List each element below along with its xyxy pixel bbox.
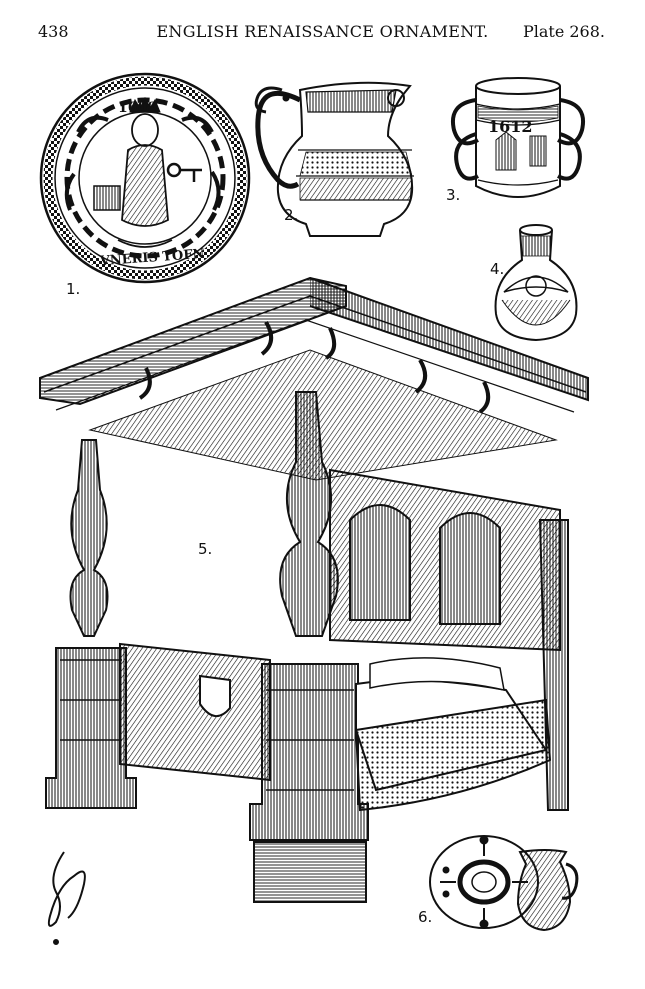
fig1-rim-inscription: VNERIS TOFN <box>98 247 205 269</box>
fig6-plate-and-jug <box>429 835 579 932</box>
fig1-label: 1. <box>66 280 81 298</box>
plate-number: Plate 268. <box>522 22 605 41</box>
fig4-vase <box>494 224 578 342</box>
page-title: ENGLISH RENAISSANCE ORNAMENT. <box>156 22 489 41</box>
fig2-jug <box>254 81 414 237</box>
page-number: 438 <box>38 22 69 41</box>
fig6-label: 6. <box>418 908 433 926</box>
page-header: 438 ENGLISH RENAISSANCE ORNAMENT. Plate … <box>0 22 645 46</box>
artist-monogram <box>47 851 86 945</box>
fig2-label: 2. <box>284 206 299 224</box>
fig5-label: 5. <box>198 540 213 558</box>
fig3-label: 3. <box>446 186 461 204</box>
fig1-date-inscription: 1600 <box>118 100 157 116</box>
fig3-tyg: 1612 <box>451 77 585 198</box>
fig4-label: 4. <box>490 260 505 278</box>
fig1-ornamental-plate: 1600 VNERIS TOFN <box>39 72 251 284</box>
fig3-date-inscription: 1612 <box>488 117 533 136</box>
fig5-four-poster-bed <box>39 276 589 903</box>
